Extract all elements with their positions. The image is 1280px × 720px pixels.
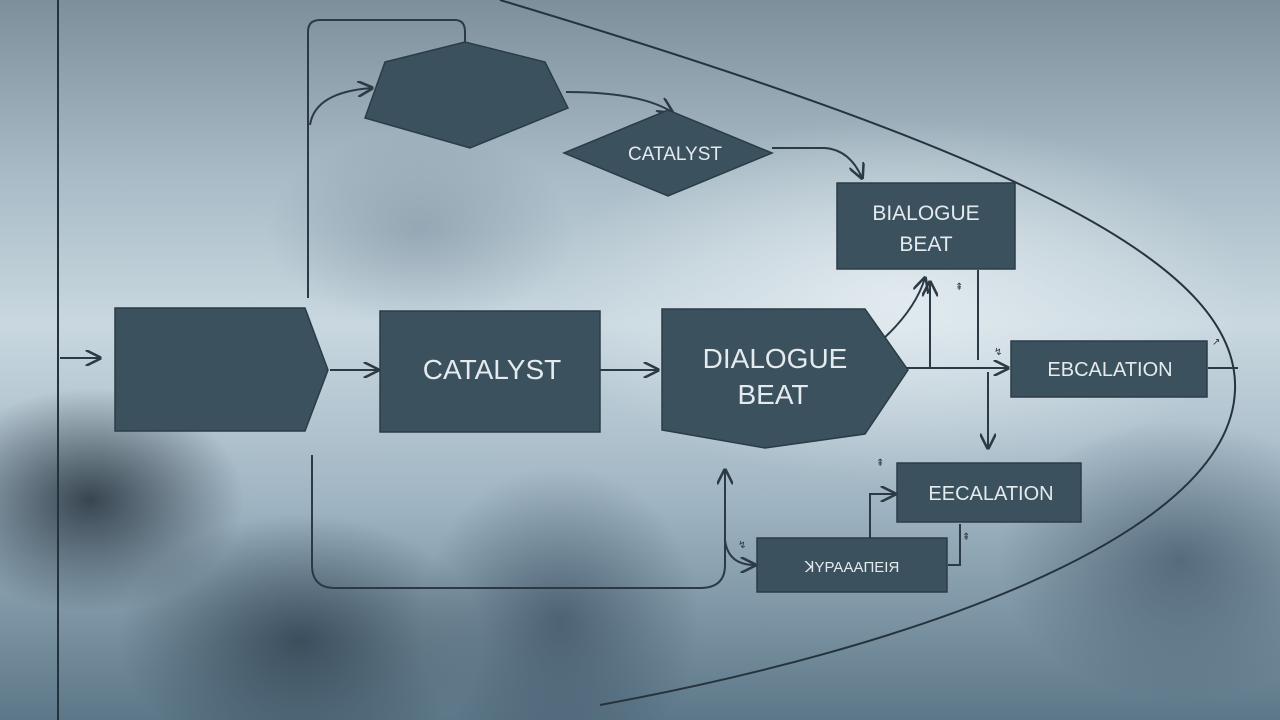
escalation-right-label: EBCALATION [1047, 359, 1172, 381]
dialogue-beat-top-label-line2: BEAT [899, 233, 952, 256]
small-arrow-glyph-4: ⇞ [876, 458, 884, 469]
hexagon-to-catalyst-arrow [565, 91, 672, 112]
start-block-node[interactable] [114, 307, 329, 432]
small-arrow-glyph-6: ↯ [738, 540, 746, 551]
catalyst-to-dialogue-arrow [772, 147, 862, 178]
bottom-loop-connector [311, 455, 725, 589]
dialogue-beat-main-label-line1: DIALOGUE [703, 343, 848, 374]
escalation-lower-label: EECALATION [928, 483, 1053, 505]
catalyst-main-node[interactable]: CATALYST [379, 310, 601, 433]
resolution-label: ꓘΥΡΑΑΑΠΕΙЯ [804, 559, 900, 576]
arrow-into-hexagon [309, 88, 372, 126]
catalyst-diamond-node[interactable]: CATALYST [562, 109, 774, 197]
catalyst-diamond-label: CATALYST [628, 144, 722, 165]
resolution-to-escalation-connector [869, 494, 895, 540]
resolution-node[interactable]: ꓘΥΡΑΑΑΠΕΙЯ [756, 537, 948, 593]
dialogue-beat-top-label-line1: BIALOGUE [872, 202, 979, 225]
small-arrow-glyph-1: ⇞ [955, 282, 963, 293]
small-arrow-glyph-2: ↯ [994, 347, 1002, 358]
escalation-right-node[interactable]: EBCALATION [1010, 340, 1208, 398]
dialogue-beat-main-node[interactable]: DIALOGUE BEAT [661, 308, 909, 449]
dialogue-up-branch [881, 278, 925, 341]
loop-to-hexagon-connector [307, 19, 466, 298]
boundary-arc [499, 0, 1237, 706]
small-arrow-glyph-5: ⇞ [962, 532, 970, 543]
dialogue-beat-main-label-line2: BEAT [737, 379, 808, 410]
dialogue-beat-top-node[interactable]: BIALOGUE BEAT [836, 182, 1016, 270]
escalation-to-resolution-return [948, 524, 961, 566]
into-resolution-arrow [724, 539, 755, 565]
small-arrow-glyph-3: ↗ [1212, 337, 1220, 348]
hexagon-node[interactable] [364, 41, 570, 149]
catalyst-main-label: CATALYST [423, 354, 561, 385]
escalation-lower-node[interactable]: EECALATION [896, 462, 1082, 523]
